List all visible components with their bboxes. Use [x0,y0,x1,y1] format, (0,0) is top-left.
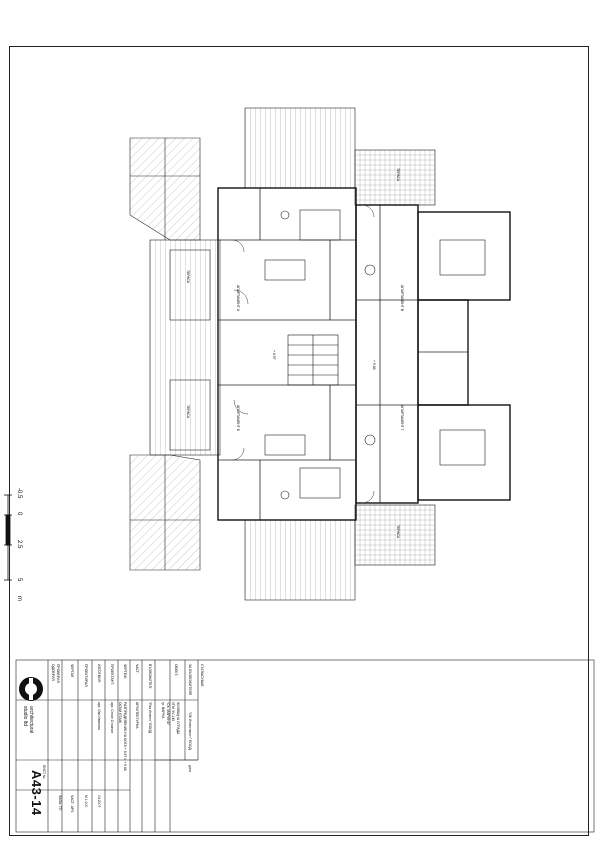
date-label: дата [188,765,192,773]
brand-line-1: architectural [28,706,34,734]
row-label-2: ЧЕРТАЛ [70,664,74,678]
part-name: АРХИТЕКТУРНА [135,702,139,729]
building-walls [217,187,511,521]
apartment-label-c: АПАРТАМЕНТ В [400,285,404,312]
object-line-2: УПИ XV-145 [171,702,175,722]
brand-line-2: studio ltd [22,706,28,727]
phase-label: ФАЗА: ТП [58,795,62,811]
interior-walls [218,188,469,520]
terrace-label-3: ТЕРАСА [396,168,400,182]
level-label-2: + 9.88 [372,360,376,370]
drawn-label: ИЗГОТВИЛ: [97,664,101,683]
stair-core [287,334,339,386]
scale-label-mid: 2.5 [16,540,22,549]
terrace-label-2: ТЕРАСА [186,405,190,419]
builder-name: "ОК Инвестмънт" ЕООД [188,712,192,750]
drawing-line-1: РАЗПРЕДЕЛЕНИЕ НА КОТА + 8.97 и + 9.88 [123,702,127,771]
date-value: 04.2007 [97,795,101,808]
client-label: ВЪЗЛОЖИТЕЛ: [148,664,152,689]
scale-label-max: 5 [16,578,22,582]
object-line-3: "Св. МАРИНА" [166,702,170,726]
apartment-label-a: АПАРТАМЕНТ А [236,285,240,312]
object-label: ОБЕКТ: [174,664,178,677]
scale-value: М 1:100 [84,795,88,808]
row-label-1: ПРОЕКТИРАЛ [84,664,88,687]
part-label: ЧАСТ: [135,664,139,674]
door-swings [231,204,375,504]
object-line-4: гр. ВАРНА [161,702,165,719]
left-terraces [149,239,221,456]
terrace-bottom [244,504,436,601]
scale-label-zero: 0 [16,512,22,516]
studio-logo [19,677,43,701]
roof-bottom-left [129,454,201,571]
designer-name: арх. Стоян Стоянов [110,702,114,734]
client-name: "Рая Инвест" ЕООД [148,702,152,734]
apartment-label-d: АПАРТАМЕНТ Г [400,405,404,431]
part-code: ЧАСТ: АРХ. [70,795,74,814]
scale-unit: m [16,596,22,601]
furniture [264,209,486,500]
scale-label-minus: -0.5 [16,488,22,499]
sheet-frame [9,46,589,836]
row-label-4: ОДОБРИЛ [51,664,55,681]
approved-label: СЪГЛАСУВАЛ: [200,664,204,688]
drawing-label: ЧЕРТЕЖ: [123,664,127,680]
title-block-lines [15,659,595,833]
scale-bar-graphic [4,494,12,581]
roof-top-left [129,137,201,241]
terrace-top [244,107,436,206]
terrace-label-1: ТЕРАСА [186,270,190,284]
object-line-1: ЖИЛИЩНА СГРАДА [176,702,180,735]
level-label-1: + 8.97 [272,350,276,360]
sheet-number: A43-14 [29,770,44,816]
drawing-line-2: ОСМИ ЕТАЖ [118,702,122,723]
terrace-label-4: ТЕРАСА [396,525,400,539]
drawn-name: арх. Ива Иванова [97,702,101,730]
for-builder-label: ЗА ВЪЗЛОЖИТЕЛЯ [188,664,192,696]
row-label-3: ПРОВЕРИЛ [56,664,60,683]
designer-label: ПРОЕКТАНТ: [110,664,114,686]
apartment-label-b: АПАРТАМЕНТ Б [236,405,240,432]
